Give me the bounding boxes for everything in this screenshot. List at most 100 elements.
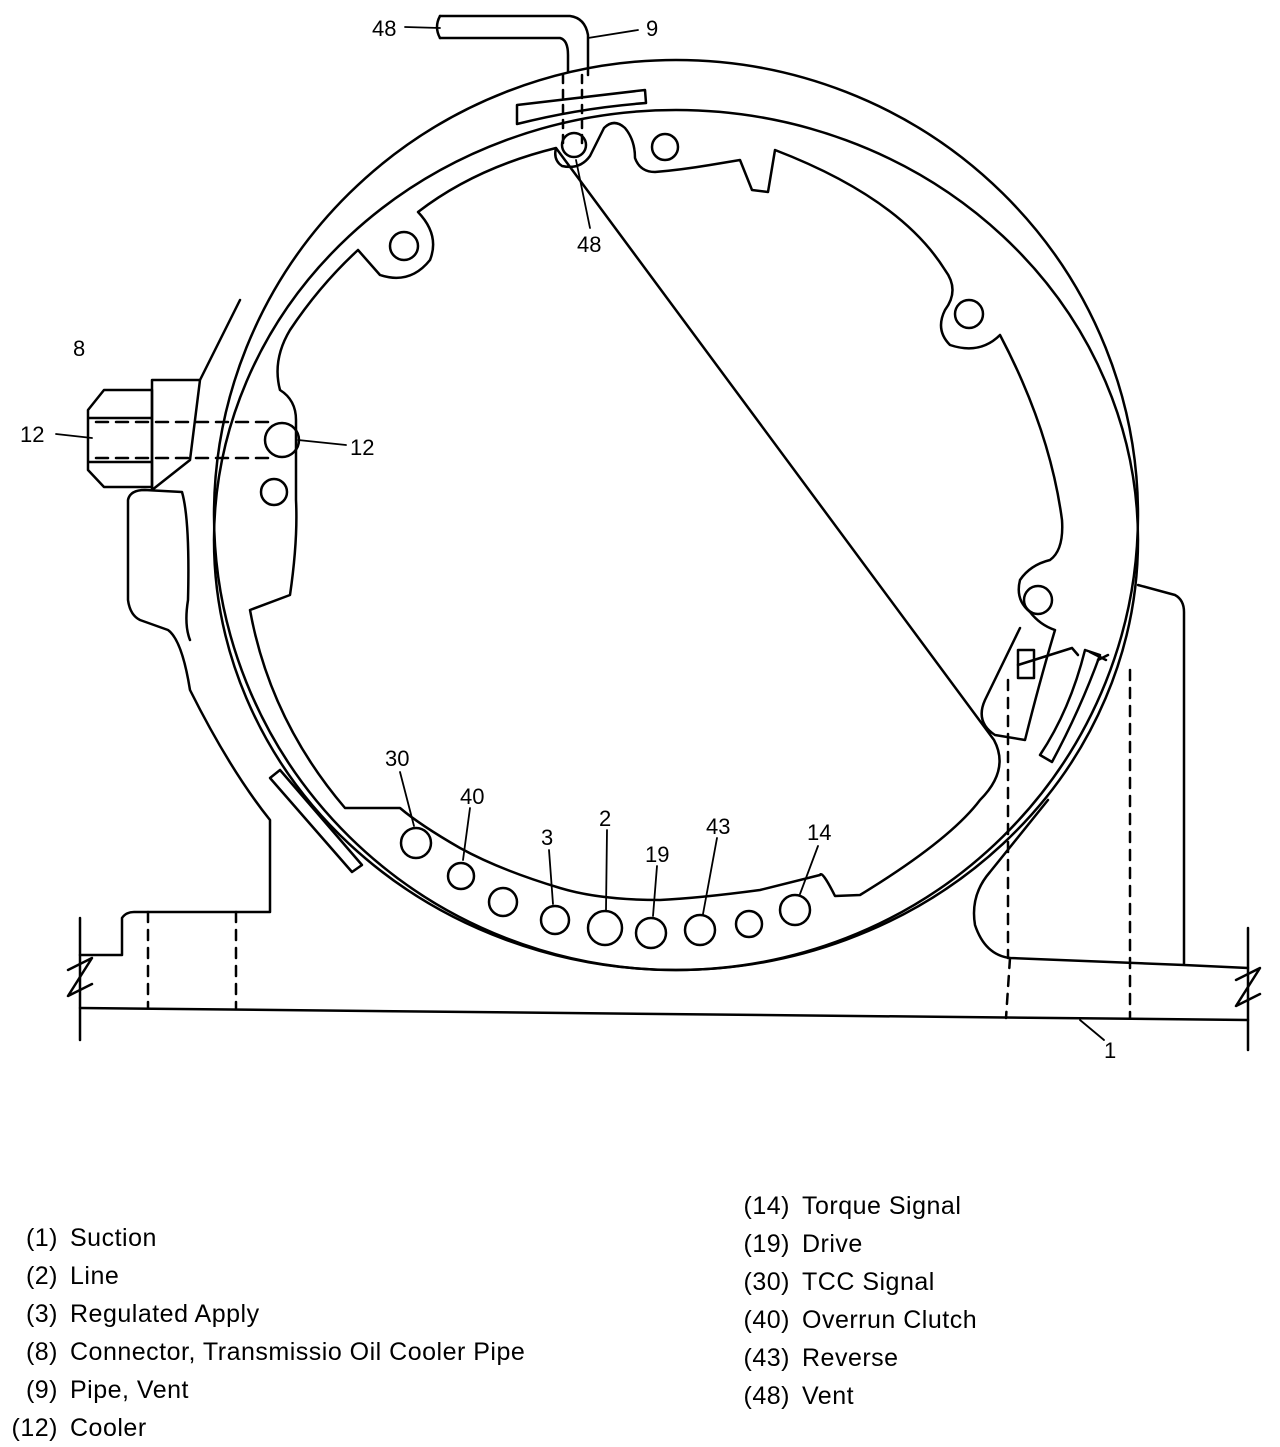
hole-14 — [778, 893, 812, 927]
legend-item: (8) Connector, Transmissio Oil Cooler Pip… — [6, 1333, 525, 1371]
right-block-hidden-1 — [1004, 956, 1012, 1020]
hole-right-mid — [1022, 584, 1054, 616]
legend-item: (1) Suction — [6, 1219, 525, 1257]
legend-label: Reverse — [802, 1344, 899, 1372]
callout-8: 8 — [73, 336, 85, 361]
legend-item: (40) Overrun Clutch — [736, 1301, 977, 1339]
legend-code: (43) — [743, 1344, 790, 1372]
leader-43 — [702, 837, 718, 915]
leader-19 — [652, 865, 658, 917]
hole-unlabeled-1 — [487, 886, 519, 918]
hole-cooler-12 — [263, 421, 301, 459]
vent-pipe — [438, 14, 590, 77]
case-outer-ring — [212, 58, 1140, 972]
legend-code: (19) — [743, 1230, 790, 1258]
legend-code: (8) — [25, 1338, 58, 1366]
callout-2: 2 — [599, 806, 611, 831]
leader-3 — [548, 849, 554, 905]
legend-label: TCC Signal — [802, 1268, 935, 1296]
legend-item: (2) Line — [6, 1257, 525, 1295]
right-slot-rect — [1016, 648, 1036, 680]
hole-left-lower — [259, 477, 289, 507]
base-right-break — [1234, 966, 1262, 1008]
lower-left-slot — [268, 768, 364, 874]
callout-9: 9 — [646, 16, 658, 41]
right-outer-slot — [1038, 648, 1102, 764]
hole-43 — [683, 913, 717, 947]
legend-item: (48) Vent — [736, 1377, 977, 1415]
right-slot-guide — [1016, 646, 1110, 667]
legend-item: (43) Reverse — [736, 1339, 977, 1377]
transmission-case-passage-diagram: 48 9 48 8 12 12 30 40 3 2 19 43 14 1 — [20, 14, 1262, 1063]
hole-30 — [399, 826, 433, 860]
legend-label: Line — [70, 1262, 120, 1290]
legend-label: Drive — [802, 1230, 863, 1258]
hole-19 — [634, 916, 668, 950]
legend-label: Regulated Apply — [70, 1300, 260, 1328]
hole-2 — [586, 909, 624, 947]
legend-left: (1) Suction (2) Line (3) Regulated Apply (8… — [6, 1219, 525, 1447]
legend-item: (3) Regulated Apply — [6, 1295, 525, 1333]
leader-9 — [587, 29, 639, 39]
leader-1 — [1079, 1019, 1105, 1041]
leader-12-left — [55, 433, 93, 439]
leader-48-top — [404, 26, 441, 29]
leader-30 — [399, 771, 415, 827]
callout-30: 30 — [385, 746, 409, 771]
legend-label: Cooler — [70, 1414, 147, 1442]
legend-item: (9) Pipe, Vent — [6, 1371, 525, 1409]
callout-48-mid: 48 — [577, 232, 601, 257]
hole-3 — [539, 904, 571, 936]
hole-40 — [446, 861, 476, 891]
legend-code: (12) — [11, 1414, 58, 1442]
callout-40: 40 — [460, 784, 484, 809]
legend-label: Overrun Clutch — [802, 1306, 978, 1334]
callout-12-left: 12 — [20, 422, 44, 447]
leader-lines — [55, 26, 1105, 1041]
leader-2 — [605, 829, 608, 911]
hole-unlabeled-2 — [734, 909, 764, 939]
callout-19: 19 — [645, 842, 669, 867]
cooler-connector-flange — [150, 298, 242, 492]
left-support-leg — [78, 488, 272, 957]
hole-upper-right — [953, 298, 985, 330]
legend-code: (9) — [25, 1376, 58, 1404]
base-line — [78, 1006, 1250, 1022]
leader-12-right — [297, 439, 347, 446]
legend-label: Vent — [802, 1382, 855, 1410]
legend-code: (2) — [25, 1262, 58, 1290]
hole-top-right — [650, 132, 680, 162]
inner-gasket-profile — [248, 121, 1064, 902]
cooler-connector-nut — [86, 388, 154, 489]
case-inner-ring — [212, 108, 1140, 972]
legend-item: (19) Drive — [736, 1225, 977, 1263]
legend-label: Torque Signal — [802, 1192, 962, 1220]
callout-48-top: 48 — [372, 16, 396, 41]
callout-3: 3 — [541, 825, 553, 850]
vent-pipe-end — [435, 14, 442, 40]
legend-item: (14) Torque Signal — [736, 1187, 977, 1225]
right-support-block — [972, 583, 1250, 970]
legend-item: (30) TCC Signal — [736, 1263, 977, 1301]
legend-label: Connector, Transmissio Oil Cooler Pipe — [70, 1338, 526, 1366]
legend-code: (1) — [25, 1224, 58, 1252]
legend-label: Suction — [70, 1224, 157, 1252]
legend-code: (30) — [743, 1268, 790, 1296]
callout-14: 14 — [807, 820, 831, 845]
leader-14 — [799, 845, 819, 895]
hole-upper-left — [388, 230, 420, 262]
callout-12-right: 12 — [350, 435, 374, 460]
top-vent-tab — [515, 88, 648, 126]
legend-code: (3) — [25, 1300, 58, 1328]
hole-vent-48 — [560, 131, 588, 159]
legend-label: Pipe, Vent — [70, 1376, 189, 1404]
leader-40 — [462, 807, 471, 861]
base-left-break — [66, 956, 94, 998]
legend-item: (12) Cooler — [6, 1409, 525, 1447]
legend-code: (48) — [743, 1382, 790, 1410]
legend-right: (14) Torque Signal (19) Drive (30) TCC Sign… — [736, 1187, 977, 1415]
legend-code: (14) — [743, 1192, 790, 1220]
callout-43: 43 — [706, 814, 730, 839]
legend-code: (40) — [743, 1306, 790, 1334]
leader-48-mid — [575, 159, 591, 229]
